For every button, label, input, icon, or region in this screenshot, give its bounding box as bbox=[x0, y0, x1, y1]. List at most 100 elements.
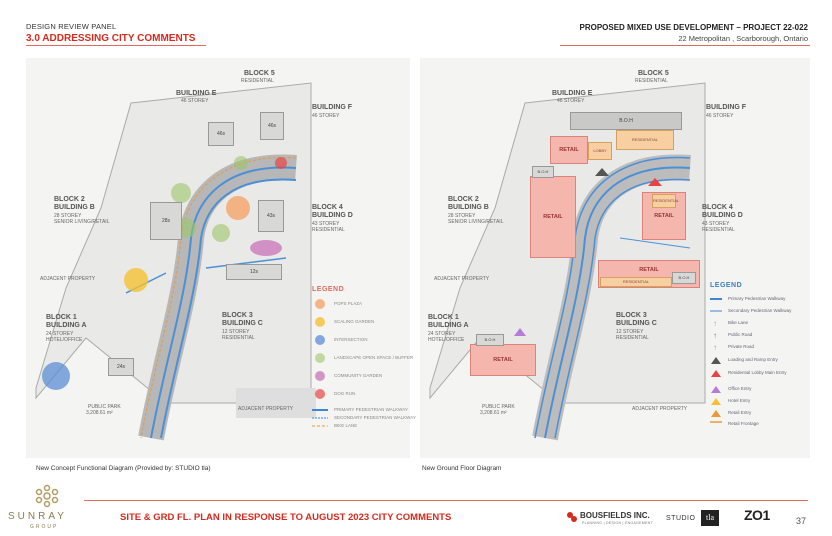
tower-e: 46s bbox=[208, 122, 234, 146]
building-e-storey: 46 STOREY bbox=[181, 98, 209, 104]
tower-a: 24s bbox=[108, 358, 134, 376]
building-c-label: BUILDING C bbox=[616, 320, 657, 327]
building-b-use: SENIOR LIVING/RETAIL bbox=[54, 219, 110, 225]
building-a-storey: 24 STOREY bbox=[428, 331, 456, 337]
building-f-storey: 46 STOREY bbox=[706, 113, 734, 119]
block2-boh: B.O.H bbox=[532, 166, 554, 178]
building-f-label: BUILDING F bbox=[706, 104, 747, 111]
adjacent-property-2: ADJACENT PROPERTY bbox=[632, 406, 688, 412]
studio-logo-text: STUDIO bbox=[666, 515, 696, 522]
building-c-storey: 12 STOREY bbox=[222, 329, 250, 335]
building-c-use: RESIDENTIAL bbox=[616, 335, 649, 341]
tower-c: 12s bbox=[226, 264, 282, 280]
block1-label: BLOCK 1 bbox=[46, 314, 77, 321]
legend-item: Retail Entry bbox=[728, 410, 752, 415]
concept-site-plan bbox=[35, 82, 316, 441]
building-a-label: BUILDING A bbox=[46, 322, 87, 329]
block3-boh: B.O.H bbox=[672, 272, 696, 284]
footer-title: SITE & GRD FL. PLAN IN RESPONSE TO AUGUS… bbox=[120, 512, 452, 523]
building-e-label: BUILDING E bbox=[176, 90, 217, 97]
concept-diagram: 46s 46s 28s 43s 12s 24s BLOCK 5 RESIDENT… bbox=[26, 58, 416, 458]
header-rule-right bbox=[560, 45, 810, 46]
header-rule-left bbox=[26, 45, 206, 46]
legend-item: Retail Frontage bbox=[728, 421, 759, 426]
building-a-use: HOTEL/OFFICE bbox=[428, 337, 465, 343]
block3-label: BLOCK 3 bbox=[616, 312, 647, 319]
ground-floor-diagram: B.O.H RESIDENTIAL LOBBY RETAIL RETAIL B.… bbox=[420, 58, 810, 458]
block5-residential: RESIDENTIAL bbox=[616, 130, 674, 150]
building-d-use: RESIDENTIAL bbox=[312, 227, 345, 233]
legend-item: Hotel Entry bbox=[728, 398, 751, 403]
legend-item: Bike Lane bbox=[728, 320, 749, 325]
legend-item: COMMUNITY GARDEN bbox=[334, 373, 383, 378]
building-c-label: BUILDING C bbox=[222, 320, 263, 327]
retail-block1: RETAIL bbox=[470, 344, 536, 376]
park-area: 3,208.61 m² bbox=[86, 410, 113, 416]
tower-d: 43s bbox=[258, 200, 284, 232]
page-number: 37 bbox=[795, 516, 806, 526]
legend-item: Public Road bbox=[728, 332, 753, 337]
tower-b: 28s bbox=[150, 202, 182, 240]
legend-item: Loading and Ramp Entry bbox=[728, 357, 778, 362]
panel-title: DESIGN REVIEW PANEL bbox=[26, 22, 117, 31]
sunray-logo-sub: GROUP bbox=[30, 524, 59, 530]
svg-text:↑: ↑ bbox=[713, 319, 717, 328]
legend-item: Private Road bbox=[728, 344, 755, 349]
building-b-label: BUILDING B bbox=[448, 204, 489, 211]
legend-item: SECONDARY PEDESTRIAN WALKWAY bbox=[334, 415, 416, 420]
block5-label: BLOCK 5 bbox=[244, 70, 275, 77]
building-d-storey: 43 STOREY bbox=[702, 221, 730, 227]
ground-caption: New Ground Floor Diagram bbox=[422, 465, 502, 472]
block4-residential: RESIDENTIAL bbox=[652, 194, 679, 208]
building-c-storey: 12 STOREY bbox=[616, 329, 644, 335]
block3-label: BLOCK 3 bbox=[222, 312, 253, 319]
park-area: 3,208.61 m² bbox=[480, 410, 507, 416]
building-f-storey: 46 STOREY bbox=[312, 113, 340, 119]
building-c-use: RESIDENTIAL bbox=[222, 335, 255, 341]
concept-legend-swatches bbox=[312, 299, 328, 427]
block5-boh: B.O.H bbox=[570, 112, 682, 130]
block1-label: BLOCK 1 bbox=[428, 314, 459, 321]
legend-item: Primary Pedestrian Walkway bbox=[728, 296, 786, 301]
project-address: 22 Metropolitan , Scarborough, Ontario bbox=[678, 34, 808, 43]
project-title: PROPOSED MIXED USE DEVELOPMENT – PROJECT… bbox=[579, 23, 808, 32]
legend-item: Residential Lobby Main Entry bbox=[728, 370, 787, 375]
building-e-label: BUILDING E bbox=[552, 90, 593, 97]
block5-use: RESIDENTIAL bbox=[241, 78, 274, 84]
building-d-label: BUILDING D bbox=[702, 212, 743, 219]
building-b-label: BUILDING B bbox=[54, 204, 95, 211]
tla-logo: tla bbox=[701, 510, 719, 526]
retail-block2: RETAIL bbox=[530, 176, 576, 258]
building-d-storey: 43 STOREY bbox=[312, 221, 340, 227]
block1-boh: B.O.H bbox=[476, 334, 504, 346]
building-d-use: RESIDENTIAL bbox=[702, 227, 735, 233]
ground-legend-swatches: ↑ ↑ ↑ bbox=[710, 298, 722, 423]
legend-item: Secondary Pedestrian Walkway bbox=[728, 308, 792, 313]
block2-label: BLOCK 2 bbox=[54, 196, 85, 203]
building-b-use: SENIOR LIVING/RETAIL bbox=[448, 219, 504, 225]
building-b-storey: 28 STOREY bbox=[448, 213, 476, 219]
block4-label: BLOCK 4 bbox=[312, 204, 343, 211]
legend-item: BIKE LANE bbox=[334, 423, 358, 428]
legend-item: POPS PLAZA bbox=[334, 301, 363, 306]
adjacent-property-1: ADJACENT PROPERTY bbox=[40, 276, 96, 282]
adjacent-property-1: ADJACENT PROPERTY bbox=[434, 276, 490, 282]
footer-rule bbox=[84, 500, 808, 501]
legend-item: SCALING GARDEN bbox=[334, 319, 375, 324]
sunray-logo-text: SUNRAY bbox=[8, 511, 67, 522]
z01-logo: ZO1 bbox=[744, 507, 770, 523]
building-e-storey: 46 STOREY bbox=[557, 98, 585, 104]
legend-item: DOG RUN bbox=[334, 391, 356, 396]
legend-item: Office Entry bbox=[728, 386, 752, 391]
block5-use: RESIDENTIAL bbox=[635, 78, 668, 84]
svg-text:↑: ↑ bbox=[713, 343, 717, 352]
building-f-label: BUILDING F bbox=[312, 104, 353, 111]
block5-label: BLOCK 5 bbox=[638, 70, 669, 77]
svg-text:↑: ↑ bbox=[713, 331, 717, 340]
block5-lobby: LOBBY bbox=[588, 142, 612, 160]
building-a-storey: 24 STOREY bbox=[46, 331, 74, 337]
retail-block5: RETAIL bbox=[550, 136, 588, 164]
public-park-label: PUBLIC PARK bbox=[482, 404, 515, 410]
building-d-label: BUILDING D bbox=[312, 212, 353, 219]
bousfields-logo-icon bbox=[567, 512, 577, 522]
